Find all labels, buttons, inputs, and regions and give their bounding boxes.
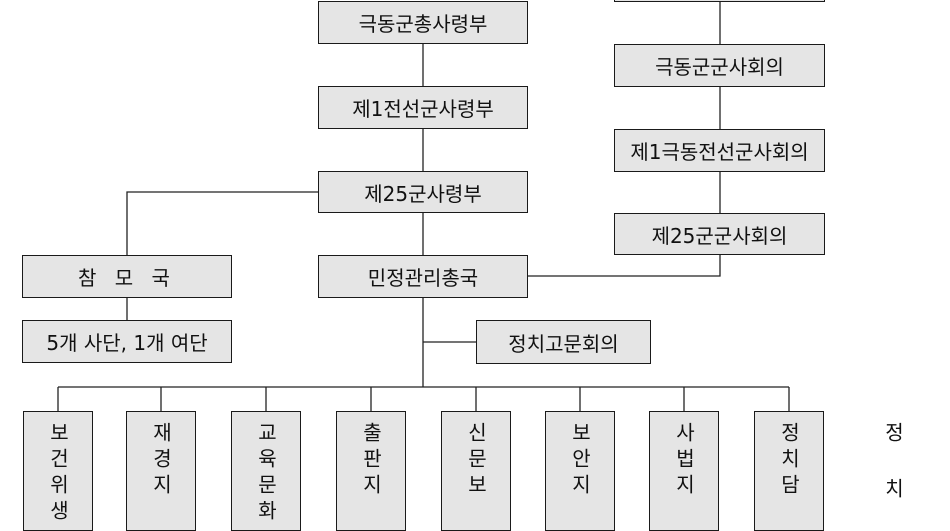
department-label: 재경지 bbox=[149, 422, 173, 500]
staff-bureau-box: 참 모 국 bbox=[22, 255, 232, 298]
department-label: 신문보 bbox=[464, 422, 488, 500]
civil-administration-label: 민정관리총국 bbox=[367, 266, 479, 290]
top-right-partial-box bbox=[614, 0, 825, 2]
divisions-label: 5개 사단, 1개 여단 bbox=[46, 331, 208, 355]
army-25-command-box: 제25군사령부 bbox=[318, 171, 528, 213]
far-east-military-council-box: 극동군군사회의 bbox=[614, 44, 825, 87]
line-council-civil bbox=[527, 255, 721, 277]
department-label: 보건위생 bbox=[46, 422, 70, 526]
department-box: 보안지 bbox=[545, 411, 615, 531]
army-25-military-council-label: 제25군군사회의 bbox=[651, 223, 788, 248]
first-front-command-label: 제1전선군사령부 bbox=[352, 97, 494, 121]
department-label: 교육문화 bbox=[254, 422, 278, 526]
department-label: 보안지 bbox=[568, 422, 592, 500]
far-east-command-label: 극동군총사령부 bbox=[358, 12, 488, 36]
department-box: 보건위생 bbox=[23, 411, 93, 531]
department-label: 출판지 bbox=[359, 422, 383, 500]
far-east-command-box: 극동군총사령부 bbox=[318, 1, 528, 44]
connector-lines bbox=[57, 0, 790, 411]
department-label: 정 치 bbox=[881, 422, 905, 504]
army-25-command-label: 제25군사령부 bbox=[364, 181, 482, 206]
department-box: 재경지 bbox=[126, 411, 196, 531]
army-25-military-council-box: 제25군군사회의 bbox=[614, 213, 825, 255]
department-box: 사법지 bbox=[649, 411, 719, 531]
far-east-military-council-label: 극동군군사회의 bbox=[655, 55, 784, 79]
political-advisory-box: 정치고문회의 bbox=[476, 320, 651, 364]
department-box: 정 치 bbox=[858, 411, 928, 531]
civil-administration-box: 민정관리총국 bbox=[318, 255, 528, 298]
divisions-box: 5개 사단, 1개 여단 bbox=[22, 320, 232, 363]
department-box: 신문보 bbox=[441, 411, 511, 531]
staff-bureau-label: 참 모 국 bbox=[78, 266, 176, 290]
department-label: 사법지 bbox=[672, 422, 696, 500]
line-army-staff bbox=[126, 191, 318, 255]
department-box: 출판지 bbox=[336, 411, 406, 531]
department-box: 교육문화 bbox=[231, 411, 301, 531]
department-label: 정치담 bbox=[777, 422, 801, 500]
first-front-military-council-label: 제1극동전선군사회의 bbox=[630, 140, 809, 164]
political-advisory-label: 정치고문회의 bbox=[508, 331, 619, 356]
first-front-command-box: 제1전선군사령부 bbox=[318, 86, 528, 129]
department-box: 정치담 bbox=[754, 411, 824, 531]
first-front-military-council-box: 제1극동전선군사회의 bbox=[614, 129, 825, 172]
